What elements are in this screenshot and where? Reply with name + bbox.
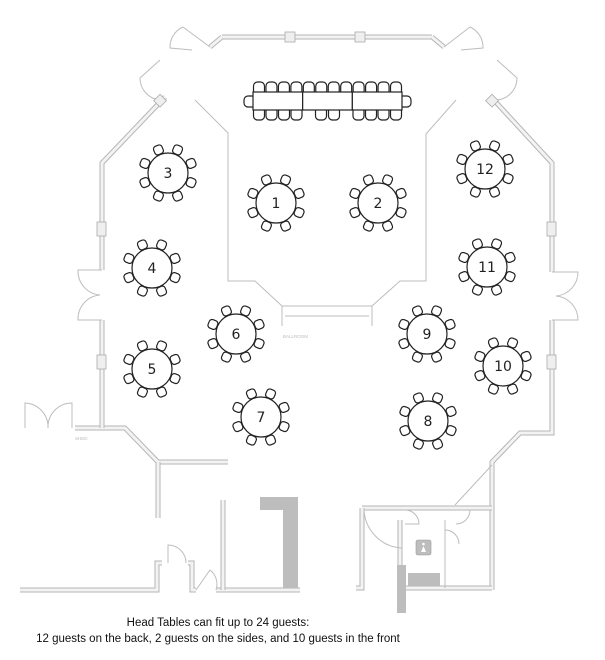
door <box>404 509 420 525</box>
interior-line <box>454 464 493 506</box>
table-number: 12 <box>476 162 494 178</box>
table-top <box>131 247 173 289</box>
head-table-note-line2: 12 guests on the back, 2 guests on the s… <box>36 633 400 645</box>
table-top <box>464 148 506 190</box>
door <box>363 507 403 549</box>
head-table[interactable] <box>243 81 412 121</box>
round-table[interactable]: 12 <box>456 140 514 198</box>
door <box>139 59 161 101</box>
head-table-section <box>302 91 353 111</box>
round-table[interactable]: 7 <box>232 388 290 446</box>
wall-inner <box>209 35 223 49</box>
round-table[interactable]: 1 <box>247 174 305 232</box>
door <box>443 26 484 51</box>
head-table-section <box>252 91 304 111</box>
table-top <box>407 400 449 442</box>
door <box>167 544 187 564</box>
walls <box>20 34 555 612</box>
window <box>546 221 557 237</box>
table-top <box>147 152 189 194</box>
table-number: 10 <box>494 359 512 375</box>
wall-inner <box>100 320 228 464</box>
table-number: 6 <box>232 327 241 343</box>
table-number: 2 <box>374 196 383 212</box>
interior-line <box>371 99 457 307</box>
round-table[interactable]: 9 <box>398 305 456 363</box>
ballroom-label: BALLROOM <box>283 334 308 339</box>
table-number: 9 <box>423 327 432 343</box>
doors <box>24 26 579 591</box>
table-number: 1 <box>272 196 281 212</box>
round-table[interactable]: 10 <box>474 337 532 395</box>
door <box>552 271 579 321</box>
wall-inner <box>20 561 162 592</box>
round-table[interactable]: 11 <box>458 238 516 296</box>
window <box>284 31 296 43</box>
round-table[interactable]: 8 <box>399 392 457 450</box>
restroom-block <box>408 573 440 586</box>
service-label: SERVICE <box>260 516 280 521</box>
shed-label: SHED <box>75 436 88 441</box>
window <box>546 354 557 370</box>
window <box>354 31 366 43</box>
restroom-icon <box>415 539 432 556</box>
door <box>195 569 218 591</box>
wall <box>20 560 162 593</box>
wall-inner <box>356 508 364 590</box>
table-number: 7 <box>257 410 266 426</box>
wall-inner <box>490 320 554 590</box>
service-counter <box>260 497 298 588</box>
round-table[interactable]: 4 <box>123 239 181 297</box>
table-number: 5 <box>148 362 157 378</box>
head-table-section <box>351 91 403 111</box>
door <box>496 59 518 101</box>
table-top <box>255 182 297 224</box>
table-top <box>406 313 448 355</box>
door <box>77 269 102 321</box>
table-number: 3 <box>164 166 173 182</box>
wall-inner <box>431 35 445 49</box>
head-table-note-line1: Head Tables can fit up to 24 guests: <box>126 617 310 629</box>
door <box>169 26 211 51</box>
window <box>485 93 499 108</box>
door <box>24 402 73 429</box>
wall-inner <box>188 561 196 592</box>
windows <box>96 31 557 370</box>
interior-line <box>194 99 283 307</box>
interior-lines <box>194 99 493 588</box>
table-number: 4 <box>148 261 157 277</box>
table-number: 11 <box>478 260 496 276</box>
round-table[interactable]: 5 <box>123 340 181 398</box>
round-table[interactable]: 3 <box>139 144 197 202</box>
round-table[interactable]: 6 <box>207 305 265 363</box>
service-area <box>260 497 440 613</box>
window <box>153 93 167 108</box>
round-table[interactable]: 2 <box>349 174 407 232</box>
window <box>96 221 107 237</box>
table-top <box>482 345 524 387</box>
table-number: 8 <box>424 414 433 430</box>
table-top <box>131 348 173 390</box>
restroom-block <box>397 565 406 613</box>
table-top <box>215 313 257 355</box>
table-top <box>357 182 399 224</box>
window <box>96 354 107 370</box>
table-top <box>240 396 282 438</box>
door <box>444 509 471 545</box>
table-top <box>466 246 508 288</box>
